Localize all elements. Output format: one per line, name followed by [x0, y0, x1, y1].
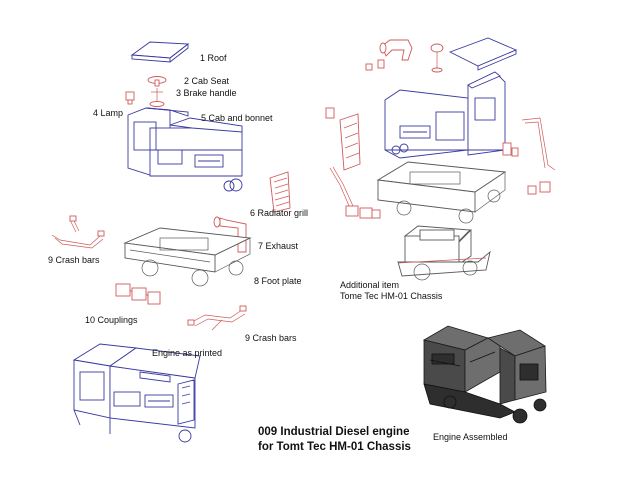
radiator-grill-part: [269, 171, 291, 213]
cab-seat-part: [147, 76, 167, 87]
label-lamp: 4 Lamp: [93, 108, 124, 118]
label-exhaust: 7 Exhaust: [258, 241, 299, 251]
label-brake-handle: 3 Brake handle: [176, 88, 237, 98]
label-engine-assembled: Engine Assembled: [433, 432, 508, 442]
engine-assembled-model: [422, 325, 547, 424]
cab-bonnet-part: [127, 107, 243, 192]
label-radiator-grill: 6 Radiator grill: [250, 208, 309, 218]
label-crash-bars-bottom: 9 Crash bars: [245, 333, 297, 343]
couplings-part: [115, 283, 161, 305]
label-cab-seat: 2 Cab Seat: [184, 76, 230, 86]
diagram-title-line1: 009 Industrial Diesel engine: [258, 426, 410, 438]
crash-bars-bottom-part: [187, 305, 247, 331]
label-engine-printed: Engine as printed: [152, 348, 223, 358]
label-tome-tec-chassis: Tome Tec HM-01 Chassis: [340, 291, 443, 301]
engine-printed-model: [72, 343, 201, 443]
label-additional-item: Additional item: [340, 280, 400, 290]
label-cab-bonnet: 5 Cab and bonnet: [201, 113, 273, 123]
label-roof: 1 Roof: [200, 53, 227, 63]
diagram-title-line2: for Tomt Tec HM-01 Chassis: [258, 441, 411, 453]
foot-plate-part: [123, 227, 252, 287]
lamp-part: [125, 91, 135, 105]
label-crash-bars-left: 9 Crash bars: [48, 255, 100, 265]
label-foot-plate: 8 Foot plate: [254, 276, 302, 286]
roof-part: [130, 41, 190, 63]
crash-bars-left-part: [51, 215, 105, 249]
label-couplings: 10 Couplings: [85, 315, 138, 325]
exploded-assembly: [325, 37, 556, 281]
brake-handle-part: [149, 88, 165, 107]
